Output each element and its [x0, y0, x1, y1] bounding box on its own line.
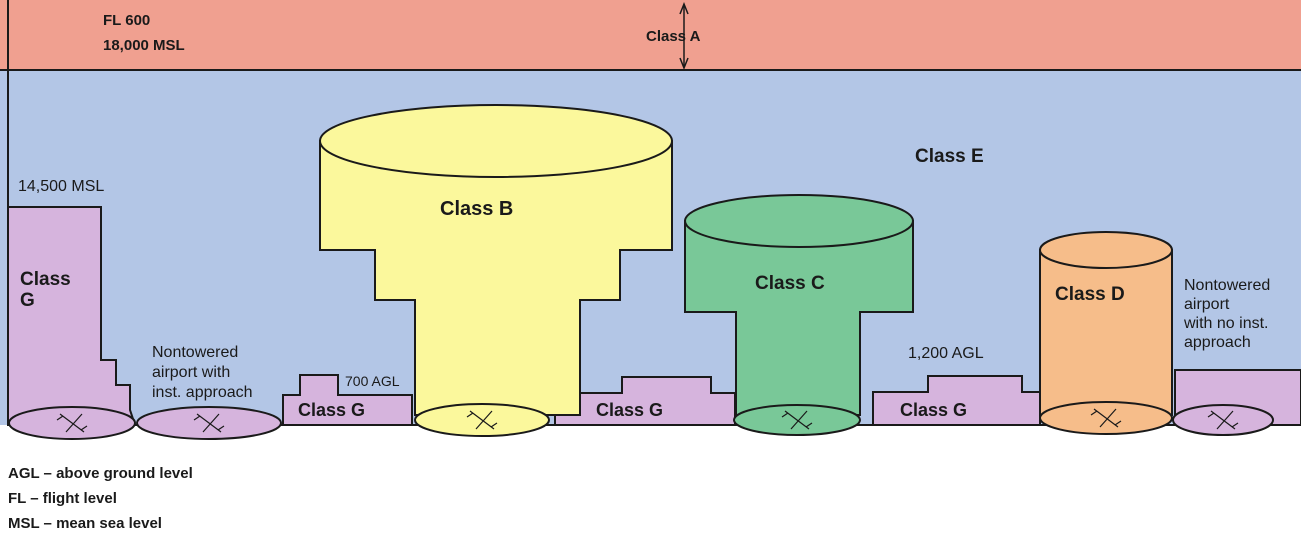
class-c-label: Class C	[755, 273, 825, 294]
nontowered-noinst-line2: airport	[1184, 296, 1230, 313]
class-g-label-2: Class G	[596, 400, 663, 420]
legend-agl: AGL – above ground level	[8, 465, 193, 482]
agl-700-label: 700 AGL	[345, 373, 400, 389]
runway-icon	[1090, 408, 1122, 428]
runway-icon	[56, 413, 88, 433]
nontowered-noinst-line3: with no inst.	[1183, 315, 1268, 332]
fl-600-label: FL 600	[103, 12, 150, 29]
nontowered-inst-line3: inst. approach	[152, 384, 253, 401]
class-g-region-1	[282, 374, 413, 426]
class-a-arrow-head-bottom	[679, 57, 689, 71]
class-g-left-label-line2: G	[20, 290, 35, 311]
runway-icon	[1207, 410, 1239, 430]
nontowered-inst-line1: Nontowered	[152, 344, 238, 361]
class-d-label: Class D	[1055, 284, 1125, 305]
class-e-label: Class E	[915, 146, 984, 167]
legend-fl: FL – flight level	[8, 490, 117, 507]
class-b-top	[319, 104, 673, 178]
nontowered-inst-line2: airport with	[152, 364, 230, 381]
msl-14500-label: 14,500 MSL	[18, 178, 104, 195]
class-g-label-1: Class G	[298, 400, 365, 420]
runway-icon	[466, 410, 498, 430]
runway-icon	[193, 413, 225, 433]
nontowered-noinst-line1: Nontowered	[1184, 277, 1270, 294]
class-c-region	[684, 220, 914, 416]
nontowered-noinst-line4: approach	[1184, 334, 1251, 351]
legend-msl: MSL – mean sea level	[8, 515, 162, 532]
class-g-left-label-line1: Class	[20, 269, 71, 290]
class-c-top	[684, 194, 914, 248]
class-d-top	[1039, 231, 1173, 269]
agl-1200-label: 1,200 AGL	[908, 345, 984, 362]
runway-icon	[781, 410, 813, 430]
class-b-region	[319, 140, 673, 416]
msl-18000-label: 18,000 MSL	[103, 37, 185, 54]
class-a-arrow-head-top	[679, 1, 689, 15]
class-a-label: Class A	[646, 28, 701, 45]
class-a-band	[0, 0, 1301, 70]
class-d-region	[1039, 249, 1173, 416]
class-g-label-3: Class G	[900, 400, 967, 420]
class-b-label: Class B	[440, 198, 513, 220]
